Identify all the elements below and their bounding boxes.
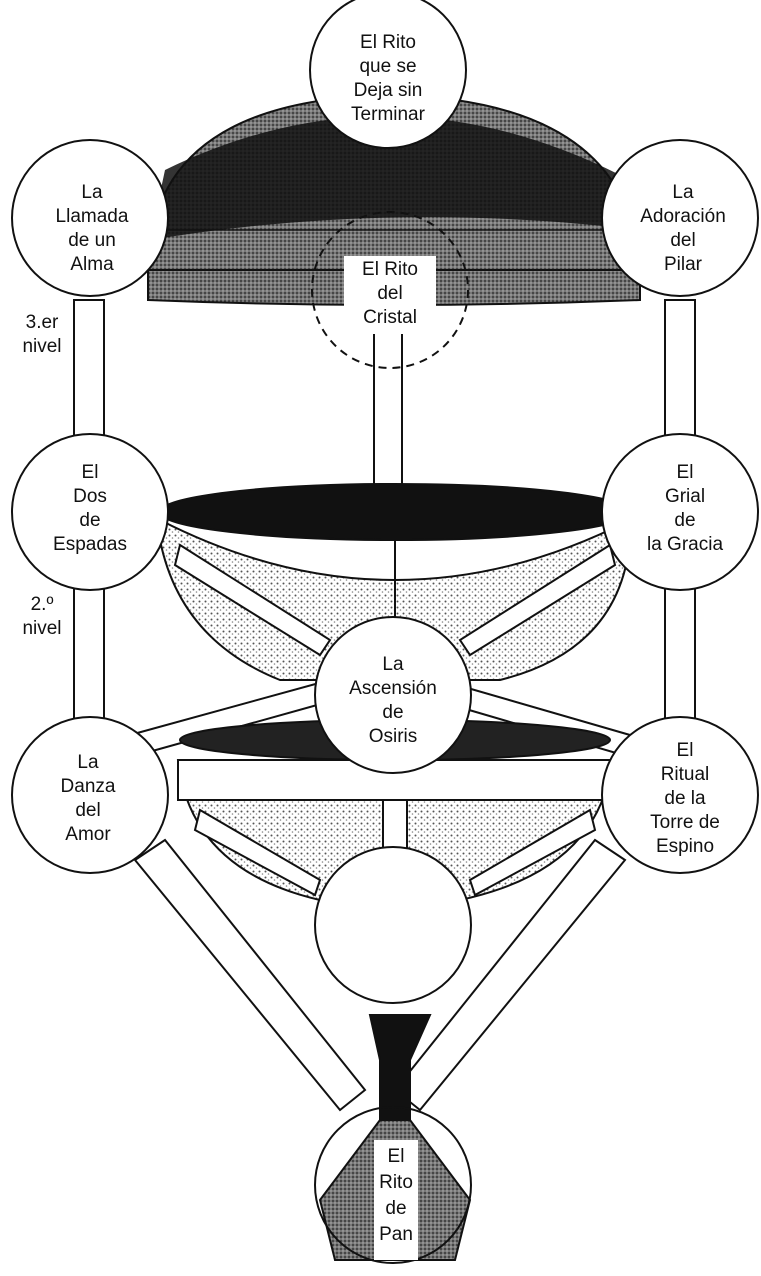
- node-low-right-line-4: Torre de: [650, 812, 720, 833]
- path-left-diagonal: [133, 838, 367, 1112]
- node-upper-left-line-1: La: [81, 182, 103, 203]
- node-bottom-line-3: de: [385, 1198, 406, 1219]
- node-bottom: [314, 1106, 472, 1264]
- node-bottom-line-4: Pan: [379, 1224, 413, 1245]
- level-second-line-2: nivel: [22, 618, 61, 639]
- node-center-line-3: de: [382, 702, 403, 723]
- node-low-left-line-3: del: [75, 800, 100, 821]
- node-top-line-1: El Rito: [360, 32, 416, 53]
- node-upper-left-line-2: Llamada: [56, 206, 129, 227]
- node-upper-left-line-4: Alma: [70, 254, 114, 275]
- node-crystal-line-3: Cristal: [363, 307, 417, 328]
- path-right-lower: [664, 569, 696, 731]
- node-low-left-line-2: Danza: [61, 776, 116, 797]
- node-mid-left-line-4: Espadas: [53, 534, 127, 555]
- middle-bowl: [159, 483, 631, 681]
- node-upper-left: [11, 139, 169, 297]
- node-top: [309, 0, 467, 149]
- node-crystal-line-2: del: [377, 283, 402, 304]
- node-mid-right: [601, 433, 759, 591]
- node-center-line-1: La: [382, 654, 404, 675]
- node-low-left: [11, 716, 169, 874]
- node-center-line-2: Ascensión: [349, 678, 437, 699]
- node-upper-right-line-2: Adoración: [640, 206, 726, 227]
- node-crystal: [311, 211, 469, 369]
- node-center-line-4: Osiris: [369, 726, 418, 747]
- node-mid-right-line-3: de: [674, 510, 695, 531]
- node-top-line-4: Terminar: [351, 104, 426, 125]
- node-mid-left-line-2: Dos: [73, 486, 107, 507]
- node-low-left-line-4: Amor: [65, 824, 111, 845]
- node-low-right: [601, 716, 759, 874]
- node-bottom-line-1: El: [388, 1146, 405, 1167]
- level-second-line-1: 2.º: [31, 594, 54, 615]
- node-crystal-line-1: El Rito: [362, 259, 418, 280]
- node-mid-right-line-2: Grial: [665, 486, 705, 507]
- node-upper-right-line-3: del: [670, 230, 695, 251]
- node-mid-left-line-1: El: [82, 462, 99, 483]
- path-left-lower: [73, 569, 105, 731]
- node-mid-left-line-3: de: [79, 510, 100, 531]
- node-mid-right-line-4: la Gracia: [647, 534, 723, 555]
- node-low-right-line-2: Ritual: [661, 764, 710, 785]
- node-top-line-3: Deja sin: [354, 80, 423, 101]
- level-third-line-2: nivel: [22, 336, 61, 357]
- node-low-right-line-3: de la: [664, 788, 706, 809]
- node-low-right-line-1: El: [677, 740, 694, 761]
- node-top-line-2: que se: [359, 56, 416, 77]
- node-bottom-line-2: Rito: [379, 1172, 413, 1193]
- labels: El Rito que se Deja sin Terminar La Llam…: [22, 32, 726, 1260]
- node-mid-right-line-1: El: [677, 462, 694, 483]
- upper-dome: [146, 93, 642, 306]
- level-third-line-1: 3.er: [26, 312, 59, 333]
- node-upper-right-line-4: Pilar: [664, 254, 703, 275]
- node-upper-left-line-3: de un: [68, 230, 116, 251]
- node-upper-right: [601, 139, 759, 297]
- node-low-right-line-5: Espino: [656, 836, 714, 857]
- node-mid-left: [11, 433, 169, 591]
- path-middle-upper: [373, 317, 403, 494]
- node-low-left-line-1: La: [77, 752, 99, 773]
- node-center: [314, 616, 472, 774]
- node-unnamed: [314, 846, 472, 1004]
- node-upper-right-line-1: La: [672, 182, 694, 203]
- nodes: [11, 0, 759, 1264]
